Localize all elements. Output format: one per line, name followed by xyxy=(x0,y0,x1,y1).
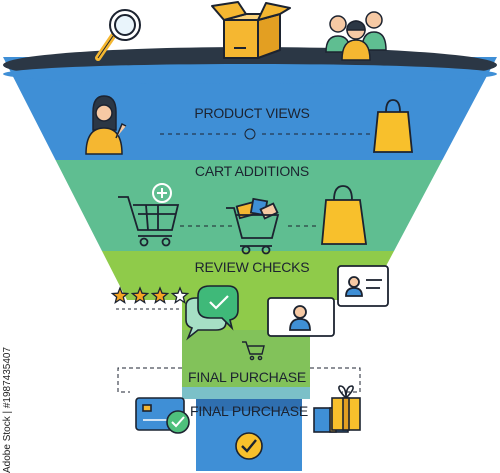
star-icon xyxy=(170,286,190,304)
stage-label-3: REVIEW CHECKS xyxy=(195,259,310,275)
chat-check-icon xyxy=(185,285,239,341)
cart-full-icon xyxy=(226,197,280,255)
video-call-icon xyxy=(267,265,389,337)
team-icon xyxy=(325,11,387,61)
small-cart-icon xyxy=(242,341,265,361)
stage-label-4: FINAL PURCHASE xyxy=(188,369,306,385)
stage-band-4 xyxy=(182,330,310,387)
credit-card-icon xyxy=(135,397,190,434)
stage-1-dashes xyxy=(160,128,370,140)
search-icon xyxy=(95,9,141,61)
star-icon xyxy=(130,286,150,304)
star-icon xyxy=(150,286,170,304)
stage-label-5: FINAL PURCHASE xyxy=(190,403,308,419)
shopping-bag-icon xyxy=(373,99,413,153)
star-rating xyxy=(110,286,190,304)
cart-add-icon xyxy=(118,183,180,247)
stage-label-2: CART ADDITIONS xyxy=(195,163,309,179)
star-icon xyxy=(110,286,130,304)
stock-id-text: Adobe Stock | #1987435407 xyxy=(2,346,13,473)
stage-label-1: PRODUCT VIEWS xyxy=(194,105,309,121)
check-icon xyxy=(235,432,263,460)
box-icon xyxy=(211,1,291,59)
final-purchase-loop xyxy=(117,367,361,393)
woman-icon xyxy=(85,95,127,155)
shopping-bag-icon-large xyxy=(321,185,368,245)
gift-icon xyxy=(313,385,361,433)
